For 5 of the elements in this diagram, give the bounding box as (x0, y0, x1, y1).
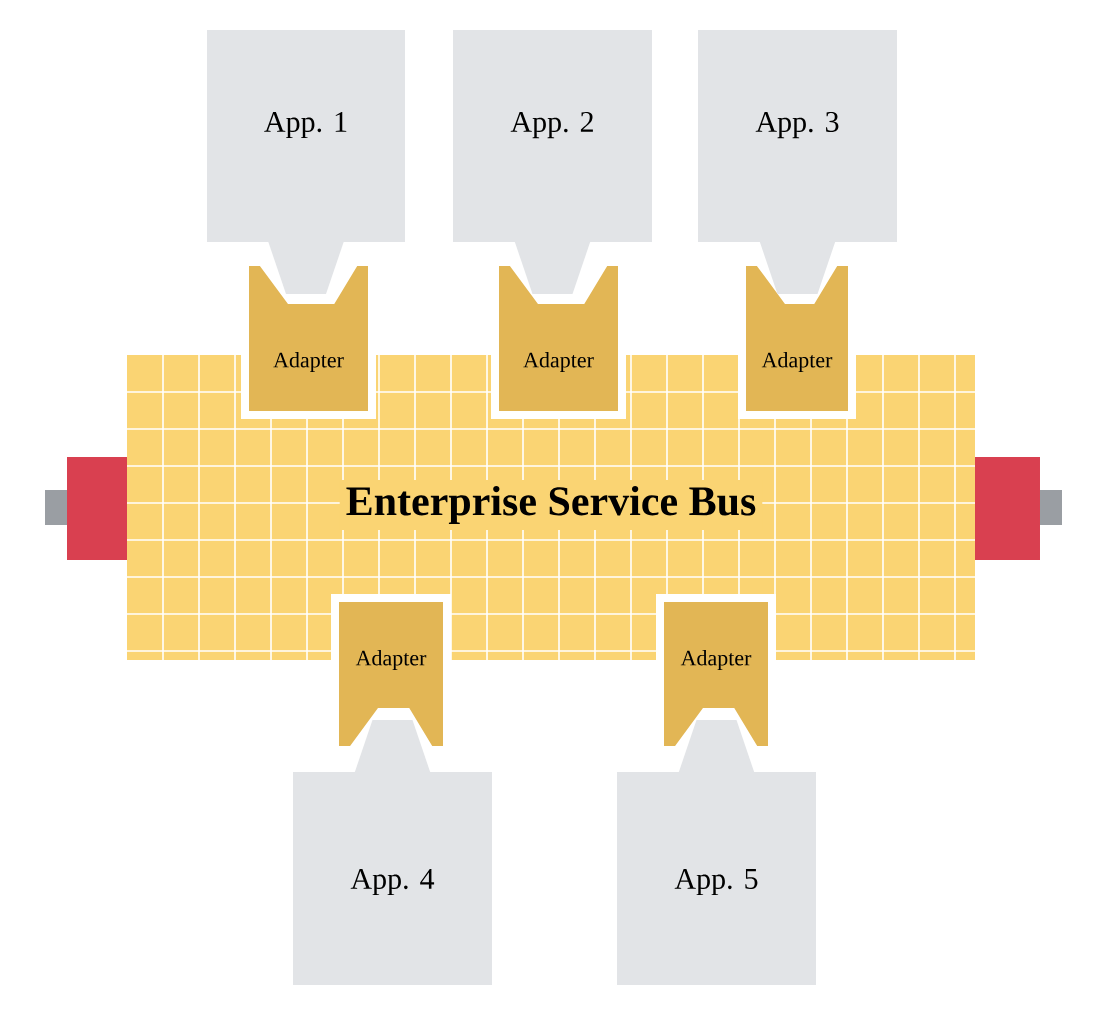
application-box: App. 1 (207, 30, 405, 294)
application-box: App. 3 (698, 30, 897, 294)
application-box: App. 2 (453, 30, 652, 294)
application-box: App. 4 (293, 720, 492, 985)
application-box: App. 5 (617, 720, 816, 985)
